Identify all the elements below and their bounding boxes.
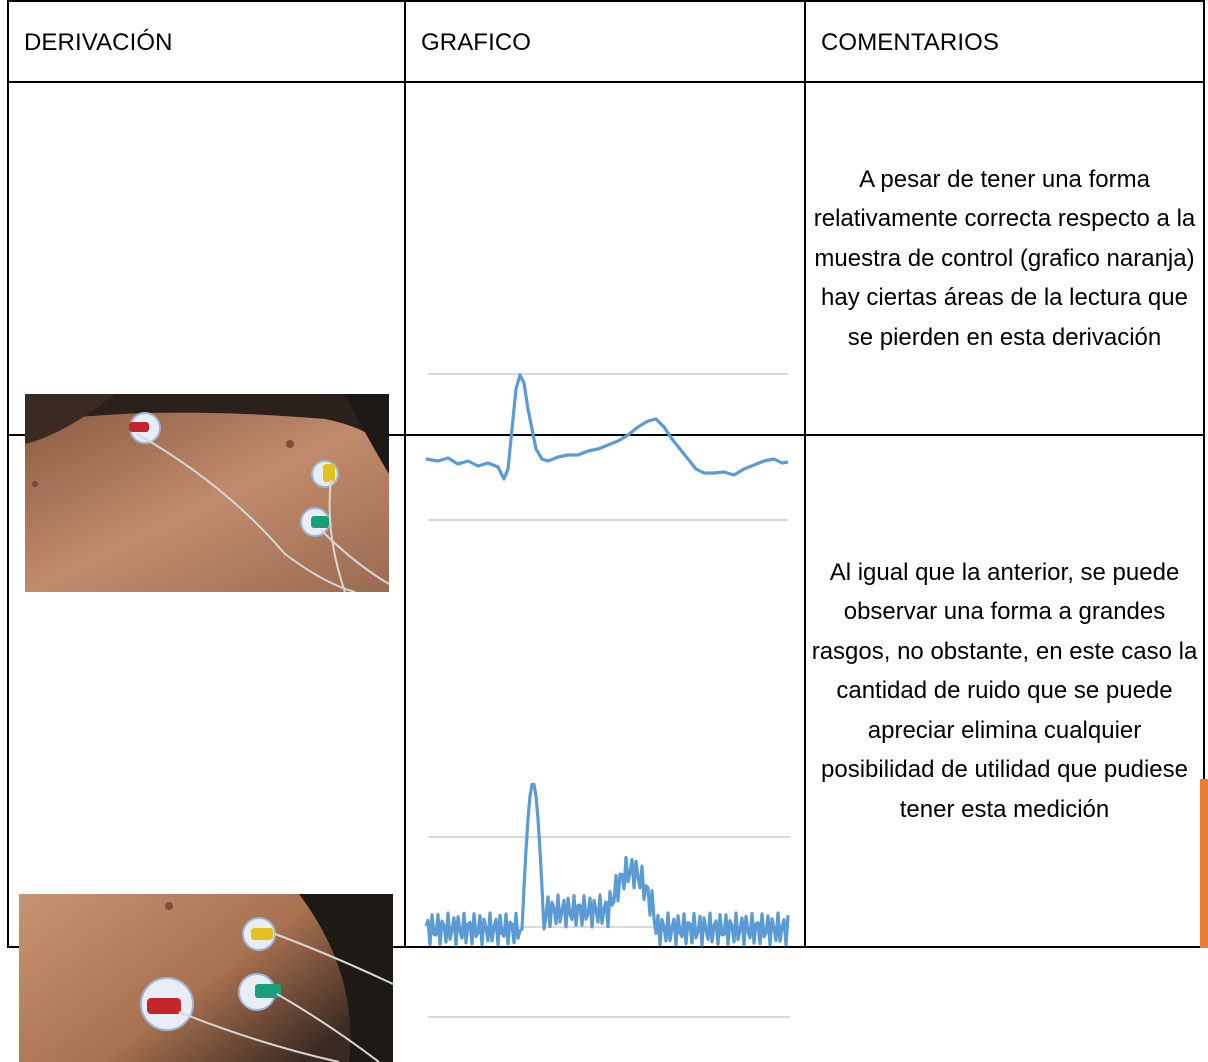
torso-electrodes-photo-2 — [19, 894, 393, 1062]
graph-cell — [404, 81, 806, 521]
torso-electrodes-photo-1 — [25, 393, 389, 592]
ecg-trace-graph-1 — [425, 372, 788, 521]
derivation-photo-cell — [7, 81, 406, 592]
ecg-trace-line — [424, 782, 790, 947]
table-header-row: DERIVACIÓN GRAFICO COMENTARIOS — [7, 0, 1205, 83]
header-comentarios: COMENTARIOS — [804, 0, 1205, 83]
table-row: A pesar de tener una forma relativamente… — [7, 81, 1205, 592]
comment-text: A pesar de tener una forma relativamente… — [813, 165, 1196, 351]
header-grafico: GRAFICO — [404, 0, 806, 83]
ecg-trace-graph-2 — [424, 782, 790, 1018]
header-derivacion: DERIVACIÓN — [7, 0, 406, 83]
accent-bar — [1200, 779, 1208, 948]
comment-cell: A pesar de tener una forma relativamente… — [804, 81, 1205, 436]
ecg-trace-line — [425, 372, 788, 481]
derivation-table: DERIVACIÓN GRAFICO COMENTARIOS — [7, 0, 1205, 1062]
comment-text: Al igual que la anterior, se puede obser… — [811, 558, 1198, 823]
comment-cell: Al igual que la anterior, se puede obser… — [804, 434, 1205, 948]
